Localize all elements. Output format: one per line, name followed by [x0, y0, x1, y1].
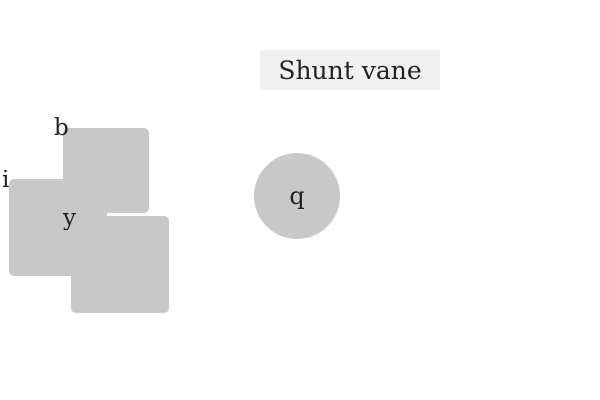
node-b-label: b	[54, 115, 69, 141]
diagram-title: Shunt vane	[260, 50, 440, 90]
node-i-label: i	[2, 167, 10, 193]
node-y-label: y	[63, 205, 76, 231]
node-y-square	[71, 216, 169, 313]
node-q-label: q	[289, 182, 305, 210]
node-q-circle: q	[254, 153, 340, 239]
